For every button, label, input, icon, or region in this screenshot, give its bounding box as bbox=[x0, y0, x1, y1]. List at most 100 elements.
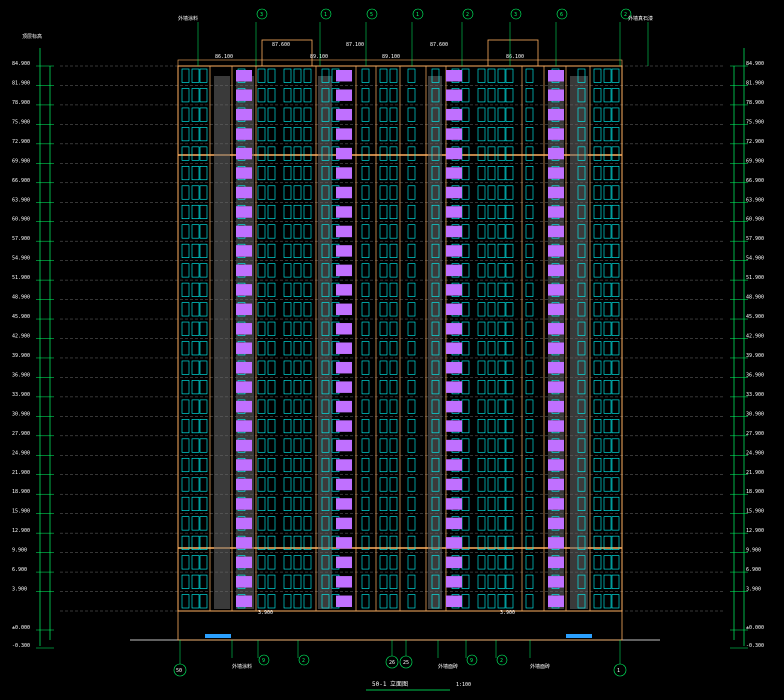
window bbox=[497, 68, 506, 83]
balcony bbox=[336, 245, 352, 257]
window bbox=[477, 321, 486, 336]
balcony bbox=[548, 361, 564, 374]
window bbox=[181, 574, 190, 589]
window bbox=[505, 360, 514, 375]
balcony bbox=[236, 420, 252, 432]
window bbox=[487, 68, 496, 83]
window bbox=[593, 341, 602, 356]
callout-bubble bbox=[412, 8, 424, 20]
window bbox=[603, 224, 612, 239]
balcony bbox=[446, 167, 462, 179]
callout-number: 1 bbox=[324, 12, 327, 18]
window bbox=[267, 263, 276, 278]
balcony bbox=[236, 206, 252, 218]
window bbox=[497, 107, 506, 122]
recess-column bbox=[318, 76, 332, 609]
window bbox=[407, 302, 416, 317]
window bbox=[577, 302, 586, 317]
balcony bbox=[336, 70, 352, 82]
window bbox=[477, 68, 486, 83]
window bbox=[191, 185, 200, 200]
window bbox=[611, 360, 620, 375]
window bbox=[267, 127, 276, 142]
axis-label-left: 50 bbox=[176, 668, 182, 674]
window bbox=[267, 282, 276, 297]
window bbox=[611, 204, 620, 220]
window bbox=[603, 185, 612, 200]
window bbox=[283, 282, 292, 297]
window bbox=[257, 574, 266, 589]
window bbox=[577, 282, 586, 297]
window bbox=[267, 457, 276, 473]
callout-bubble bbox=[366, 8, 378, 20]
window bbox=[477, 438, 486, 453]
window bbox=[611, 302, 620, 317]
balcony bbox=[446, 323, 462, 335]
level-label-right: 24.900 bbox=[746, 450, 764, 456]
window bbox=[593, 166, 602, 181]
window bbox=[505, 516, 514, 531]
window bbox=[431, 574, 440, 589]
window bbox=[431, 224, 440, 239]
window bbox=[181, 380, 190, 395]
window bbox=[379, 282, 388, 297]
window bbox=[603, 360, 612, 375]
window bbox=[477, 166, 486, 181]
balcony bbox=[446, 245, 462, 257]
window bbox=[525, 263, 534, 278]
balcony bbox=[548, 576, 564, 588]
level-label-left: 78.900 bbox=[12, 100, 30, 106]
level-label-left: 21.900 bbox=[12, 470, 30, 476]
window bbox=[603, 88, 612, 103]
window bbox=[603, 496, 612, 511]
window bbox=[361, 263, 370, 278]
window bbox=[181, 107, 190, 122]
window bbox=[181, 594, 190, 609]
level-label-right: 15.900 bbox=[746, 509, 764, 515]
window bbox=[191, 166, 200, 181]
window bbox=[267, 360, 276, 375]
window bbox=[477, 146, 486, 161]
window bbox=[603, 68, 612, 83]
window bbox=[267, 399, 276, 414]
window bbox=[321, 68, 330, 83]
window bbox=[461, 263, 470, 278]
window bbox=[577, 321, 586, 336]
window bbox=[181, 477, 190, 492]
balcony bbox=[336, 167, 352, 179]
window bbox=[407, 438, 416, 453]
window bbox=[461, 185, 470, 200]
window bbox=[191, 282, 200, 297]
window bbox=[487, 302, 496, 317]
window bbox=[577, 555, 586, 570]
window bbox=[603, 516, 612, 531]
balcony bbox=[548, 167, 564, 179]
window bbox=[407, 68, 416, 83]
window bbox=[431, 438, 440, 453]
window bbox=[505, 594, 514, 609]
level-label-right: 6.900 bbox=[746, 567, 761, 573]
window bbox=[303, 574, 312, 589]
window bbox=[593, 496, 602, 511]
window bbox=[191, 204, 200, 220]
text-labels: 顶层标高 50-1 立面图 1:100 50 26 25 1 bbox=[22, 33, 620, 688]
callout-bubble bbox=[496, 654, 508, 666]
window bbox=[487, 535, 496, 550]
window bbox=[199, 457, 208, 473]
window bbox=[611, 263, 620, 278]
window bbox=[477, 457, 486, 473]
callout-number: 9 bbox=[262, 658, 265, 664]
window bbox=[407, 204, 416, 220]
balcony bbox=[336, 128, 352, 140]
window bbox=[257, 243, 266, 258]
balcony bbox=[336, 361, 352, 374]
level-label-left: 3.900 bbox=[12, 587, 27, 593]
window bbox=[577, 127, 586, 142]
window bbox=[257, 516, 266, 531]
level-label-left: 81.900 bbox=[12, 80, 30, 86]
window bbox=[293, 243, 302, 258]
window bbox=[267, 302, 276, 317]
level-label-right: 51.900 bbox=[746, 275, 764, 281]
window bbox=[379, 477, 388, 492]
window bbox=[611, 224, 620, 239]
